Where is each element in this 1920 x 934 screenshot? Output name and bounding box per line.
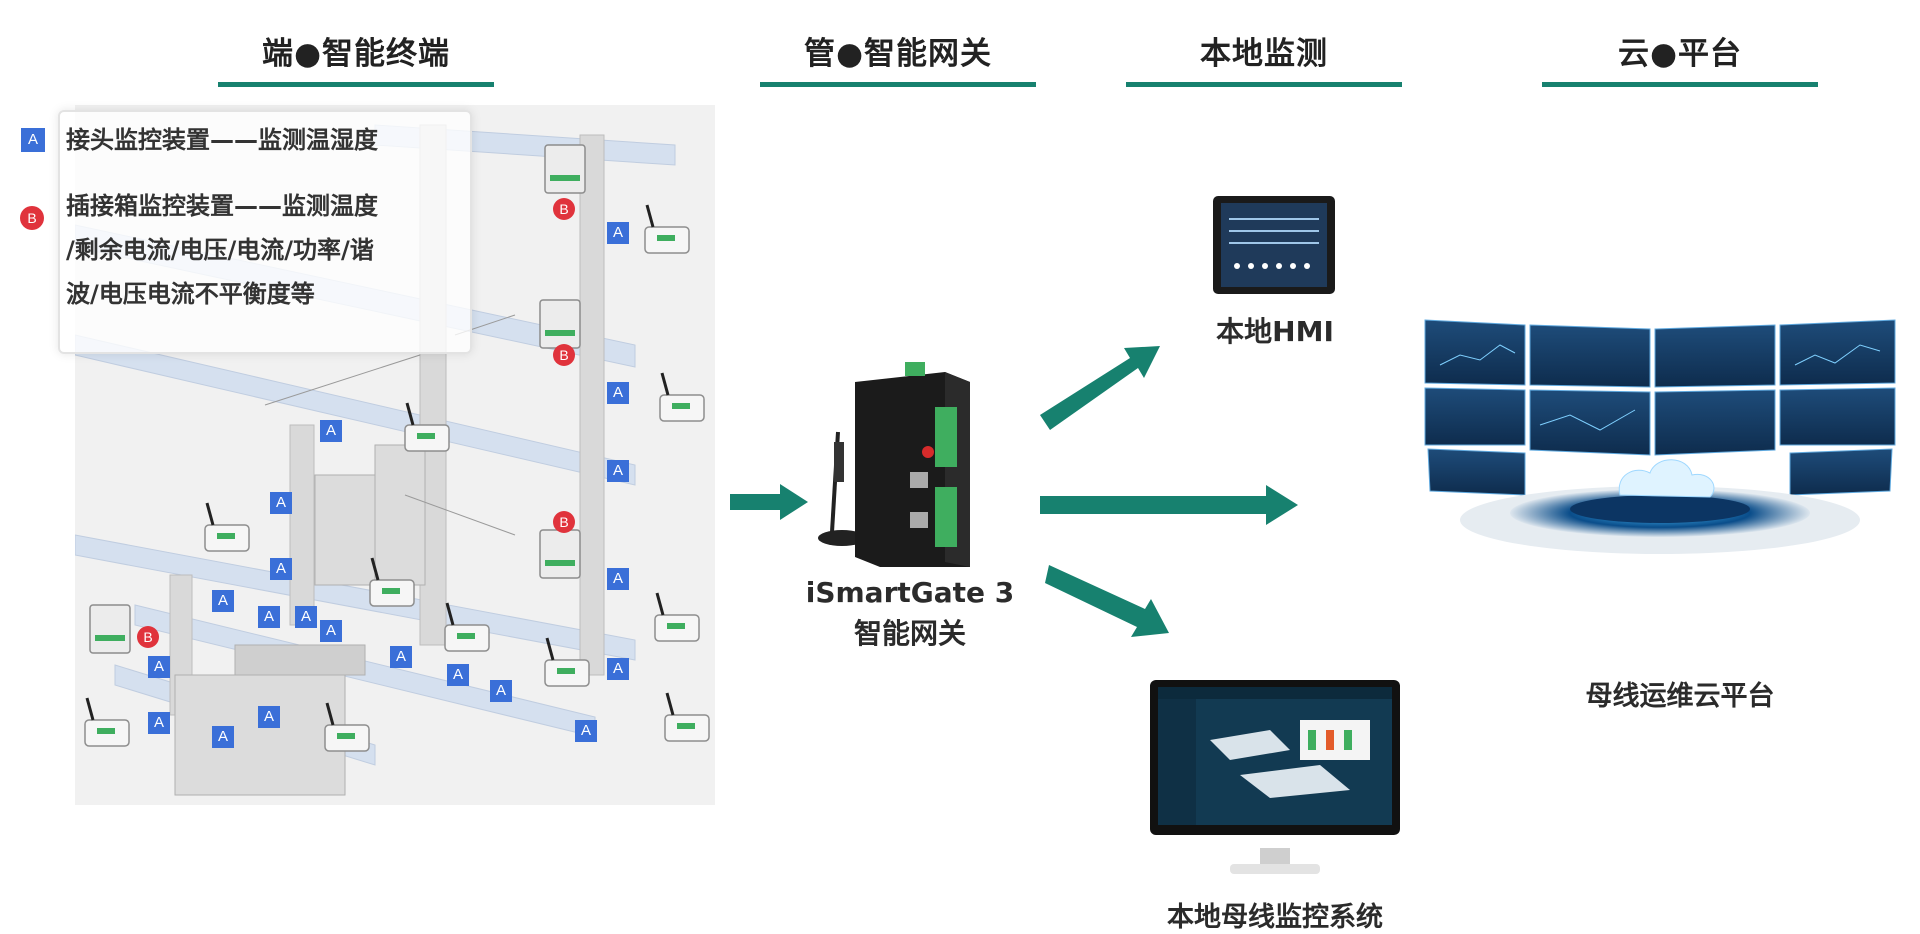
terminal-b-badge: B [553,198,575,220]
column-underline [760,82,1036,87]
terminal-a-badge: A [270,558,292,580]
terminal-a-badge: A [320,420,342,442]
terminal-a-badge: A [607,658,629,680]
column-title-local: 本地监测 [1126,28,1402,87]
arrow-to-gateway [730,484,808,520]
gateway-subtitle: 智能网关 [853,617,966,650]
terminal-a-badge: A [148,656,170,678]
terminal-b-badge: B [137,626,159,648]
column-title-text: 本地监测 [1200,36,1328,72]
column-title-text: 端●智能终端 [261,36,451,72]
legend-b-line-3: 波/电压电流不平衡度等 [66,280,315,308]
legend-b-line-2: /剩余电流/电压/电流/功率/谐 [66,236,374,264]
column-title-cloud: 云●平台 [1542,28,1818,87]
terminal-a-badge: A [447,664,469,686]
legend-b-badge: B [20,206,44,230]
terminal-a-badge: A [607,568,629,590]
local-system-monitor-image [1150,680,1400,874]
gateway-device-image [818,362,970,567]
cloud-platform-image [1424,319,1896,554]
terminal-b-badge: B [553,344,575,366]
arrow-to-local-system [1045,565,1169,637]
legend-a-text: 接头监控装置——监测温湿度 [66,126,378,154]
terminal-a-badge: A [295,606,317,628]
hmi-tablet-image [1213,196,1335,294]
terminal-a-badge: A [575,720,597,742]
terminal-a-badge: A [258,606,280,628]
column-title-terminal: 端●智能终端 [218,28,494,87]
local-system-label: 本地母线监控系统 [1167,902,1383,933]
terminal-a-badge: A [212,590,234,612]
terminal-a-badge: A [607,460,629,482]
terminal-a-badge: A [607,222,629,244]
column-title-gateway: 管●智能网关 [760,28,1036,87]
legend-panel [58,110,472,354]
terminal-a-badge: A [258,706,280,728]
terminal-a-badge: A [320,620,342,642]
column-underline [1542,82,1818,87]
column-title-text: 云●平台 [1617,36,1743,72]
legend-b-line-1: 插接箱监控装置——监测温度 [66,192,378,220]
arrow-to-cloud [1040,485,1298,525]
terminal-a-badge: A [212,726,234,748]
gateway-name: iSmartGate 3 [805,576,1015,609]
terminal-a-badge: A [390,646,412,668]
terminal-a-badge: A [490,680,512,702]
arrow-to-hmi [1040,346,1160,430]
terminal-b-badge: B [553,511,575,533]
column-title-text: 管●智能网关 [803,36,993,72]
column-underline [218,82,494,87]
cloud-platform-label: 母线运维云平台 [1585,681,1775,712]
column-underline [1126,82,1402,87]
legend-a-badge: A [21,128,45,152]
terminal-a-badge: A [607,382,629,404]
terminal-a-badge: A [148,712,170,734]
hmi-label: 本地HMI [1216,315,1334,348]
terminal-a-badge: A [270,492,292,514]
